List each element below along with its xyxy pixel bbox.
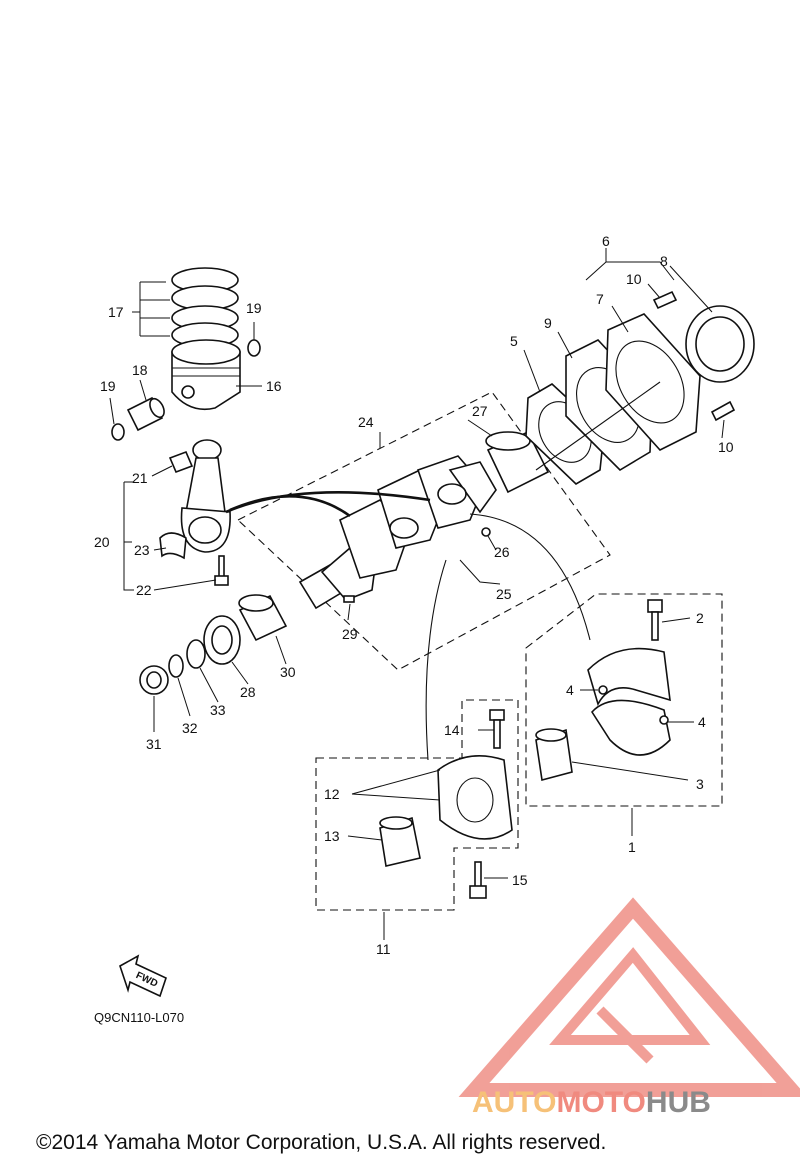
drive-gear — [203, 615, 241, 665]
bearing-housing-12 — [437, 754, 513, 840]
label-13: 13 — [324, 828, 340, 844]
label-10b: 10 — [718, 439, 734, 455]
label-4a: 4 — [566, 682, 574, 698]
bearing-housing-11-box — [315, 699, 519, 911]
assembly-arrows — [225, 491, 591, 761]
bolt-15 — [469, 861, 487, 899]
watermark-text: AUTOMOTOHUB — [472, 1086, 711, 1119]
bearing-13 — [379, 816, 421, 867]
label-19a: 19 — [246, 300, 262, 316]
crankshaft-assembly-box — [237, 391, 611, 671]
label-9: 9 — [544, 315, 552, 331]
label-14: 14 — [444, 722, 460, 738]
label-5: 5 — [510, 333, 518, 349]
label-29: 29 — [342, 626, 358, 642]
label-30: 30 — [280, 664, 296, 680]
label-17: 17 — [108, 304, 124, 320]
label-33: 33 — [210, 702, 226, 718]
label-1: 1 — [628, 839, 636, 855]
label-15: 15 — [512, 872, 528, 888]
circlips — [111, 339, 261, 441]
bearing-3 — [535, 728, 573, 782]
gasket-9 — [565, 339, 653, 472]
housing-bolt-2 — [647, 599, 663, 641]
watermark-auto: AUTO — [472, 1086, 556, 1119]
part-number-labels: 1 2 3 4 4 5 6 7 8 9 10 10 11 12 13 14 15… — [94, 233, 734, 957]
leader-lines — [109, 248, 725, 940]
label-26: 26 — [494, 544, 510, 560]
label-31: 31 — [146, 736, 162, 752]
label-22: 22 — [136, 582, 152, 598]
dowel-pins — [343, 527, 491, 603]
alignment-line — [535, 381, 661, 471]
oil-seal — [685, 305, 755, 383]
big-end-bearing — [159, 532, 187, 560]
label-16: 16 — [266, 378, 282, 394]
label-12: 12 — [324, 786, 340, 802]
label-18: 18 — [132, 362, 148, 378]
small-end-bearing — [168, 450, 194, 474]
label-8: 8 — [660, 253, 668, 269]
piston — [171, 339, 241, 411]
cover-bolts — [652, 290, 736, 422]
washers-and-seal — [139, 639, 206, 695]
label-4b: 4 — [698, 714, 706, 730]
copyright-notice: ©2014 Yamaha Motor Corporation, U.S.A. A… — [36, 1131, 606, 1154]
label-20: 20 — [94, 534, 110, 550]
watermark-logo — [458, 897, 800, 1097]
connecting-rod — [180, 439, 231, 553]
piston-pin — [126, 396, 165, 432]
label-21: 21 — [132, 470, 148, 486]
diagram-code: Q9CN110-L070 — [94, 1010, 184, 1025]
label-2: 2 — [696, 610, 704, 626]
crank-bearing-30 — [238, 594, 288, 642]
label-27: 27 — [472, 403, 488, 419]
label-32: 32 — [182, 720, 198, 736]
label-19b: 19 — [100, 378, 116, 394]
watermark-moto: MOTO — [556, 1086, 645, 1119]
label-3: 3 — [696, 776, 704, 792]
label-23: 23 — [134, 542, 150, 558]
label-24: 24 — [358, 414, 374, 430]
fwd-direction-arrow: FWD — [119, 954, 167, 998]
crankshaft — [298, 455, 497, 610]
label-11: 11 — [376, 941, 391, 957]
label-6: 6 — [602, 233, 610, 249]
watermark-hub: HUB — [646, 1086, 711, 1119]
label-7: 7 — [596, 291, 604, 307]
label-25: 25 — [496, 586, 512, 602]
label-28: 28 — [240, 684, 256, 700]
label-10a: 10 — [626, 271, 642, 287]
piston-rings — [171, 267, 239, 348]
crankcase-cover — [605, 313, 701, 451]
rod-bolt — [214, 555, 229, 586]
crank-bearing-27 — [485, 430, 550, 494]
bolt-14 — [489, 709, 505, 749]
bearing-housing-1 — [587, 647, 671, 756]
